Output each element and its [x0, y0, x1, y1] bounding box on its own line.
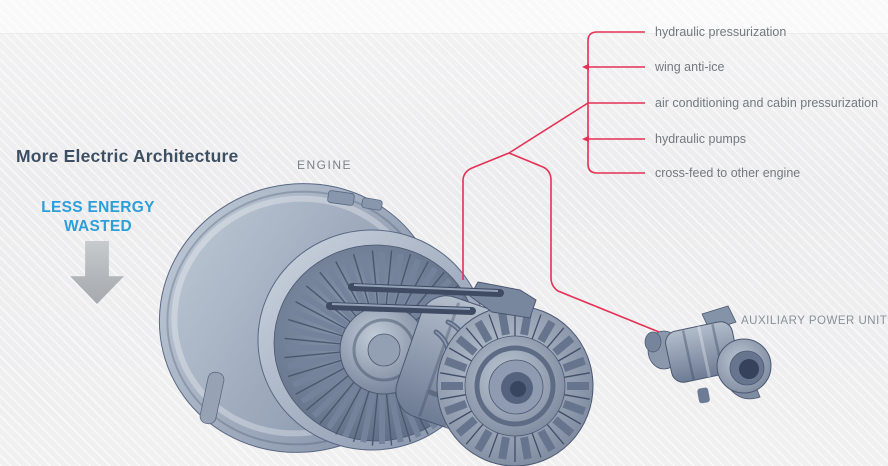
page-title: More Electric Architecture: [16, 146, 239, 166]
apu-illustration: [644, 305, 772, 404]
engine-label: ENGINE: [297, 158, 353, 172]
energy-callout: LESS ENERGY WASTED: [22, 198, 174, 236]
energy-callout-line1: LESS ENERGY: [41, 199, 155, 216]
apu-label: AUXILIARY POWER UNIT: [741, 315, 888, 327]
system-label-hydraulic-pressurization: hydraulic pressurization: [655, 25, 787, 39]
system-label-air-conditioning: air conditioning and cabin pressurizatio…: [655, 96, 879, 110]
system-label-wing-anti-ice: wing anti-ice: [655, 60, 725, 74]
system-label-hydraulic-pumps: hydraulic pumps: [655, 132, 747, 146]
system-label-cross-feed: cross-feed to other engine: [655, 166, 801, 180]
energy-callout-line2: WASTED: [63, 218, 133, 235]
engine-illustration: [158, 183, 594, 466]
top-band: [0, 0, 888, 34]
